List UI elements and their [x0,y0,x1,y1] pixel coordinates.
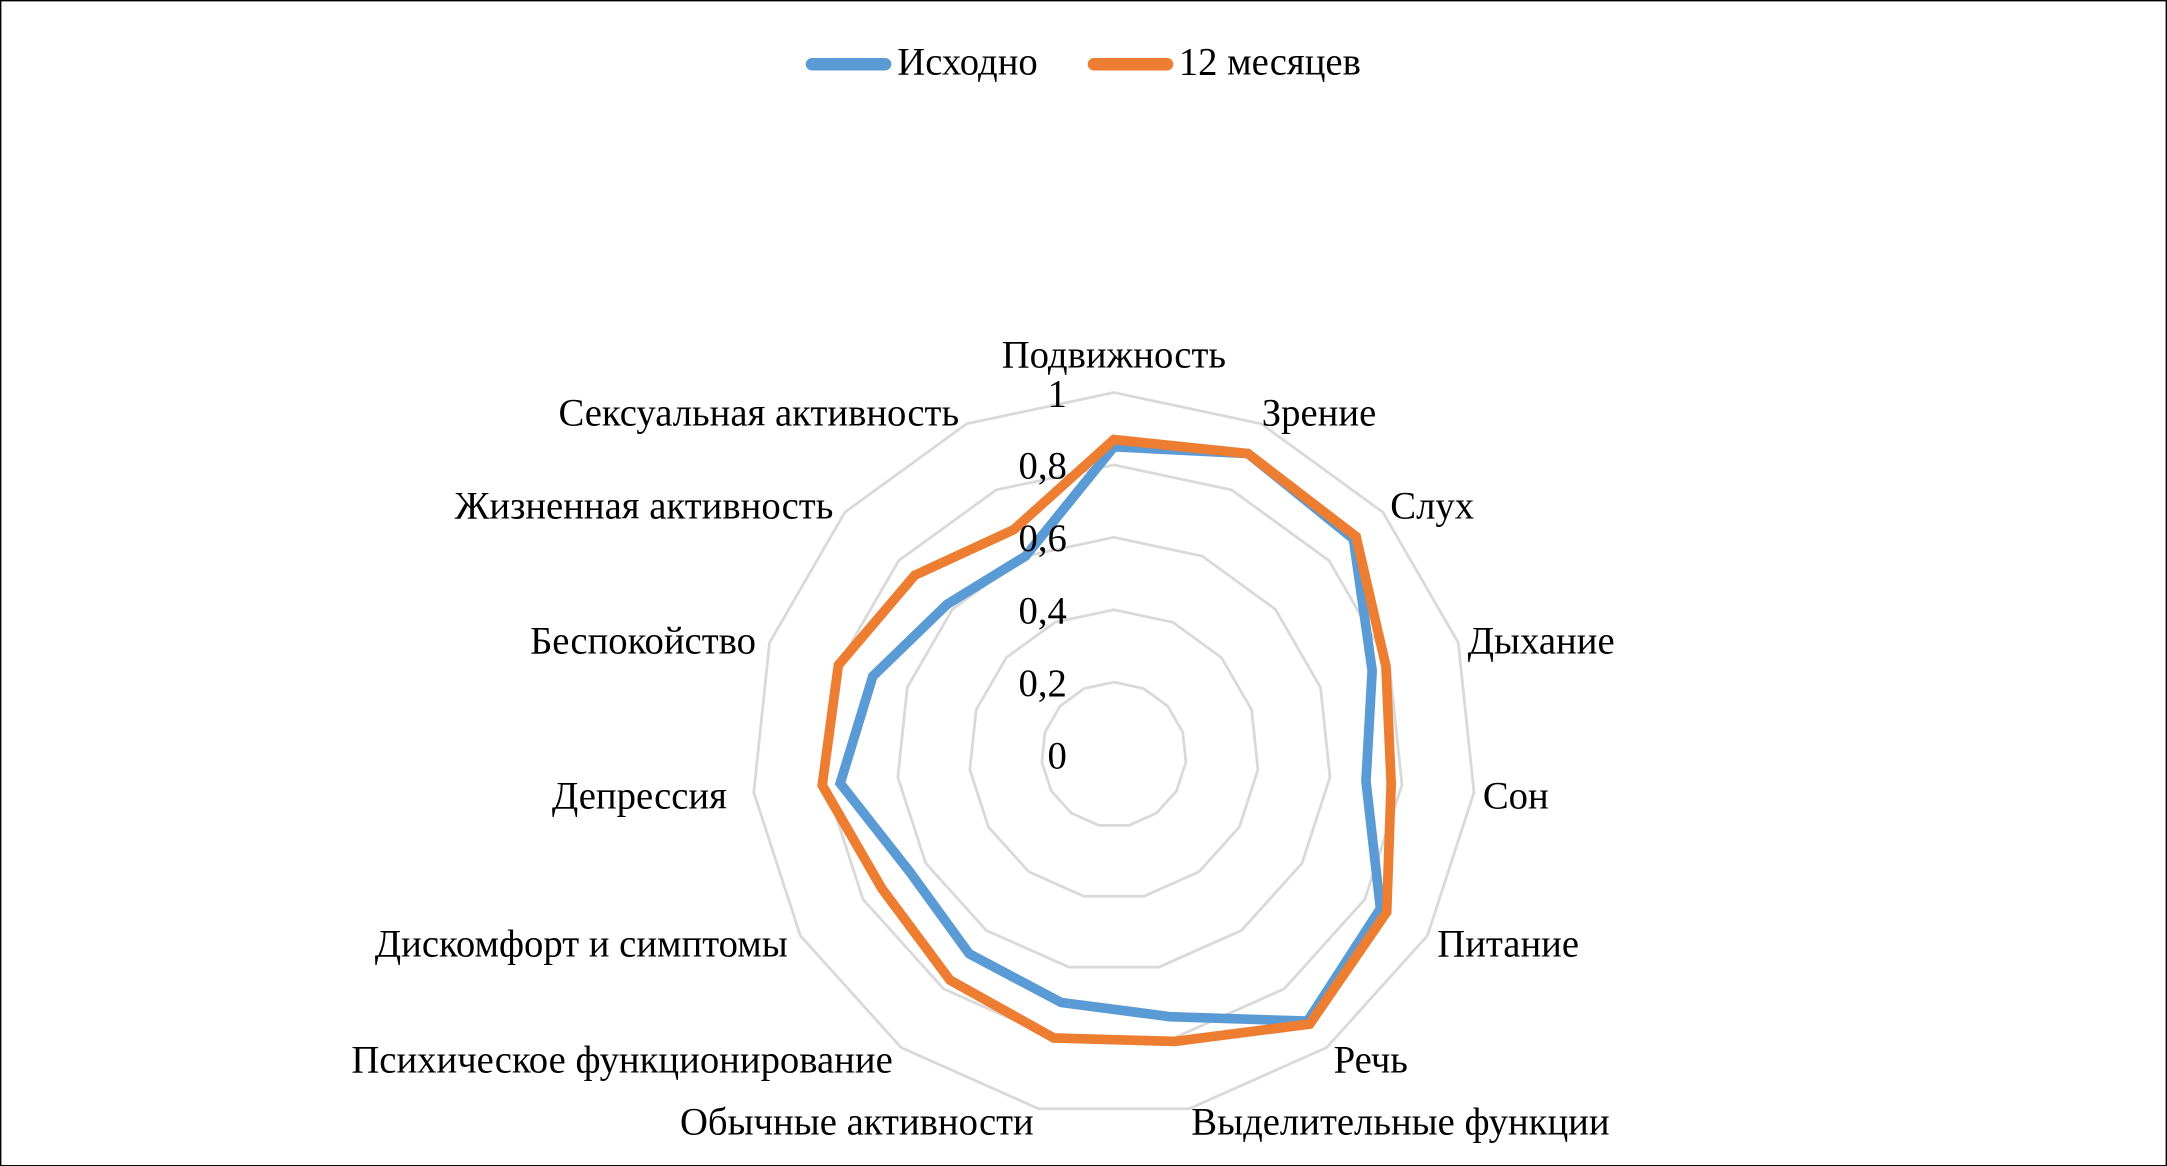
radial-tick-labels: 0 0,2 0,4 0,6 0,8 1 [1019,373,1067,777]
grid-ring [824,463,1404,1040]
radial-tick-label: 1 [1048,373,1067,415]
category-label: Подвижность [1002,335,1226,377]
radial-tick-label: 0,6 [1019,518,1067,560]
category-label: Обычные активности [680,1102,1034,1144]
radial-tick-label: 0 [1048,735,1067,777]
series-12-months-line [817,434,1397,1047]
category-label: Психическое функционирование [351,1039,892,1081]
legend: Исходно 12 месяцев [0,41,2167,85]
legend-item-baseline: Исходно [806,41,1038,85]
legend-swatch-baseline [806,57,892,70]
legend-swatch-12-months [1087,57,1174,70]
category-label: Депрессия [552,775,727,817]
category-label: Выделительные функции [1191,1102,1609,1144]
grid-ring [896,535,1332,969]
category-label: Речь [1334,1039,1408,1081]
legend-label-12-months: 12 месяцев [1178,41,1361,85]
category-label: Дискомфорт и симптомы [375,923,788,965]
category-label: Слух [1390,485,1474,527]
category-label: Зрение [1262,393,1376,435]
category-label: Дыхание [1468,621,1615,663]
category-labels: ПодвижностьЗрениеСлухДыханиеСонПитаниеРе… [351,335,1614,1144]
radial-tick-label: 0,8 [1019,446,1067,488]
legend-item-12-months: 12 месяцев [1087,41,1361,85]
radial-tick-label: 0,4 [1019,591,1067,633]
grid-ring [752,391,1476,1111]
series-baseline-line [834,441,1386,1027]
legend-label-baseline: Исходно [897,41,1038,85]
radial-tick-label: 0,2 [1019,663,1067,705]
category-label: Жизненная активность [455,485,834,527]
category-label: Беспокойство [530,621,756,663]
grid-ring [968,608,1260,898]
category-label: Сон [1483,775,1549,817]
radar-series [817,434,1397,1047]
category-label: Питание [1437,923,1579,965]
grid-ring [1040,680,1188,827]
category-label: Сексуальная активность [558,393,959,435]
